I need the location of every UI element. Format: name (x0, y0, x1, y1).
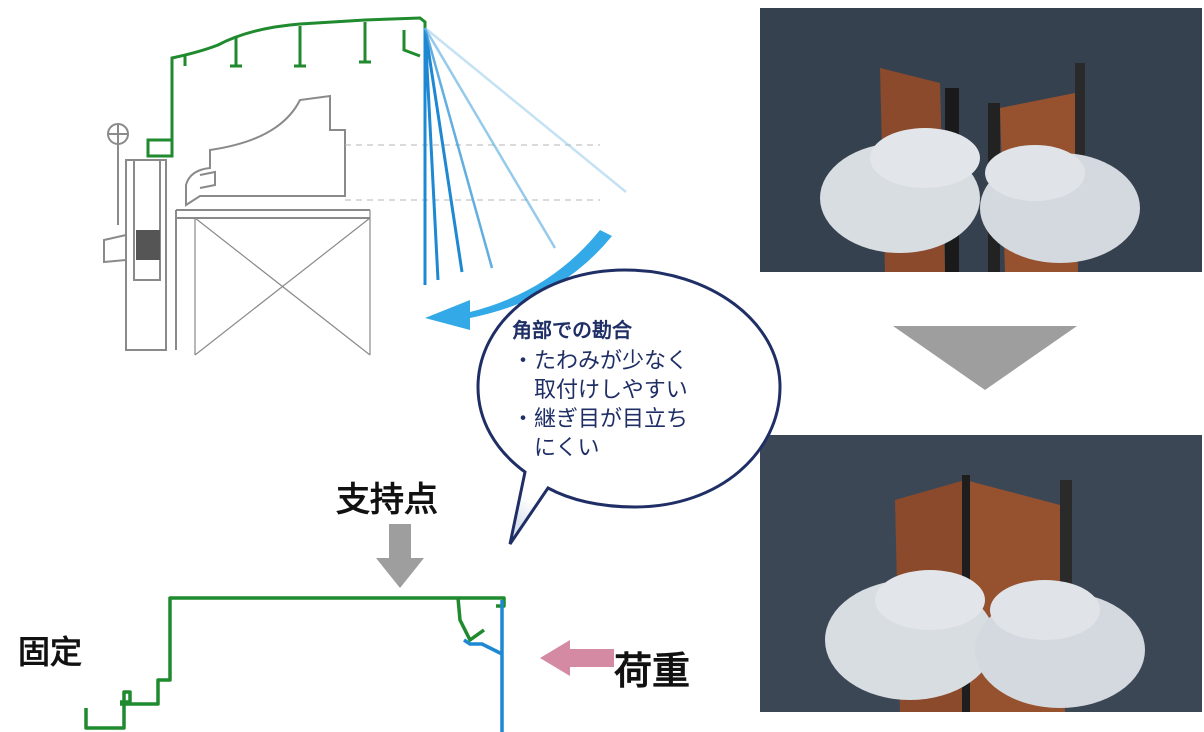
callout-line-2: 取付けしやすい (512, 378, 688, 403)
support-point-label: 支持点 (336, 480, 438, 520)
callout-content: 角部での勘合 ・たわみが少なく 取付けしやすい ・継ぎ目が目立ち にくい (512, 316, 752, 463)
callout-line-4: にくい (512, 436, 600, 461)
speech-bubble (476, 268, 782, 545)
fixed-label: 固定 (18, 633, 83, 671)
photo-profile-separated (760, 8, 1202, 272)
load-arrow (540, 640, 614, 676)
callout-line-1: ・たわみが少なく (512, 349, 689, 374)
photo-profile-joined (760, 435, 1202, 712)
cross-section-drawing (103, 16, 627, 356)
support-arrow (376, 524, 424, 588)
photo-profile-separated-graphic (760, 8, 1202, 272)
callout-title: 角部での勘合 (512, 318, 632, 342)
down-arrow-gray (893, 326, 1077, 390)
load-label: 荷重 (614, 649, 691, 693)
photo-profile-joined-graphic (760, 435, 1202, 712)
beam-schematic (84, 596, 506, 732)
callout-line-3: ・継ぎ目が目立ち (512, 407, 689, 432)
